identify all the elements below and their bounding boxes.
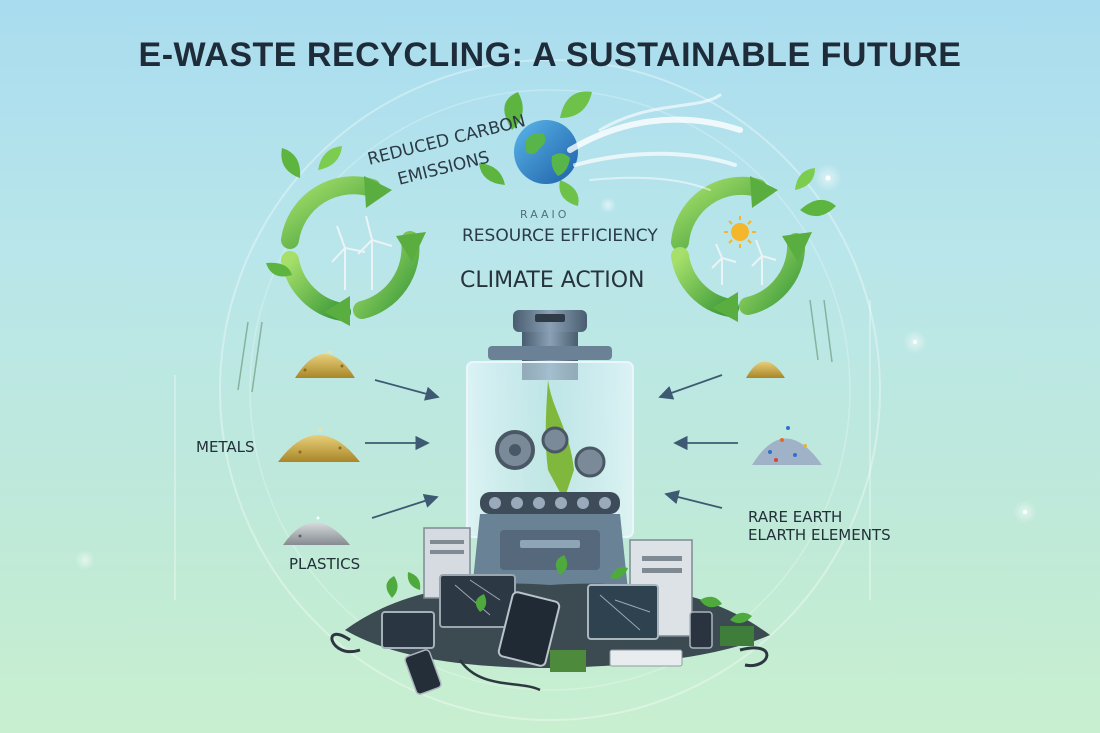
material-pile-metals-top (295, 350, 355, 378)
recycling-machine (466, 310, 634, 590)
inner-ring (249, 89, 851, 691)
wind-turbine-icon (331, 215, 393, 290)
arrow-icon (365, 374, 738, 519)
material-pile-gold-right (746, 361, 785, 378)
globe-icon (479, 91, 592, 206)
label-plastics: PLASTICS (289, 555, 361, 573)
page-title: E-WASTE RECYCLING: A SUSTAINABLE FUTURE (138, 36, 962, 74)
sparkle (600, 197, 616, 213)
sun-icon (724, 216, 756, 248)
label-rare-earth: RARE EARTH (748, 508, 843, 526)
sparkle (75, 550, 95, 570)
sparkle (913, 340, 917, 344)
leaf-icon (266, 146, 342, 277)
label-climate-action: CLIMATE ACTION (460, 268, 645, 293)
wind-turbine-icon (711, 239, 777, 285)
recycle-arrows-icon (281, 176, 426, 326)
recycle-arrows-icon (671, 176, 812, 322)
label-earth-elements: ELARTH ELEMENTS (748, 526, 891, 544)
sparkle (825, 175, 831, 181)
label-small-top: RAAIO (520, 208, 570, 221)
gear-icon (495, 426, 606, 478)
e-waste-heap (330, 527, 770, 695)
material-pile-plastics (283, 516, 350, 545)
material-pile-metals (278, 428, 360, 462)
label-metals: METALS (196, 438, 255, 456)
wind-swoosh-icon (567, 93, 743, 191)
leaf-icon (795, 168, 836, 217)
decorative-side-marks (237, 299, 833, 393)
material-pile-rare-earth (752, 426, 822, 465)
sparkle (1023, 510, 1027, 514)
label-resource-efficiency: RESOURCE EFFICIENCY (462, 226, 658, 246)
outer-ring (219, 59, 881, 721)
